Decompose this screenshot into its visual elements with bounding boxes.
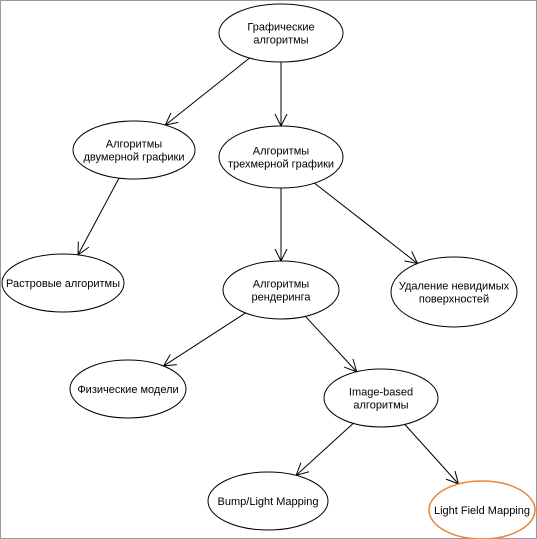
edge-root-2d [164,57,250,126]
node-label: трехмерной графики [228,159,334,171]
node-ellipse [72,120,196,180]
edge-line [77,177,120,256]
node-label: Алгоритмы [253,279,310,291]
node-physical: Физические модели [69,359,187,419]
node-raster: Растровые алгоритмы [1,253,125,313]
node-bump: Bump/Light Mapping [207,471,329,531]
node-label: Алгоритмы [253,146,310,158]
node-label: поверхностей [419,294,489,306]
edge-render-physical [162,312,246,367]
node-label: алгоритмы [353,400,408,412]
node-ellipse [323,368,439,428]
node-label: Растровые алгоритмы [6,278,120,290]
edge-root-3d [274,62,288,128]
edge-render-ibr [305,315,358,373]
node-ellipse [1,253,125,313]
arrowhead [77,241,90,256]
edge-2d-raster [77,177,120,256]
edge-line [404,424,459,485]
edge-line [295,422,354,476]
node-label: Bump/Light Mapping [218,496,319,508]
node-lightfield: Light Field Mapping [428,480,536,539]
node-ellipse [428,480,536,539]
edge-line [305,315,358,373]
edge-line [164,57,250,126]
node-label: Light Field Mapping [434,505,530,517]
edge-3d-hidden [314,182,419,265]
node-ellipse [390,256,518,328]
node-label: Физические модели [77,384,178,396]
node-label: алгоритмы [253,35,308,47]
node-label: Image-based [349,387,413,399]
edge-3d-render [274,188,288,263]
node-label: рендеринга [251,292,311,304]
node-ellipse [222,260,340,320]
node-label: двумерной графики [84,152,185,164]
node-label: Алгоритмы [106,139,163,151]
edge-line [163,312,246,367]
edge-line [314,182,418,264]
node-ellipse [218,125,344,189]
node-label: Удаление невидимых [399,281,510,293]
edge-ibr-lightfield [404,424,460,485]
node-ellipse [207,471,329,531]
node-ellipse [69,359,187,419]
node-ellipse [218,3,344,63]
edge-ibr-bump [295,422,354,477]
node-label: Графические [247,22,314,34]
